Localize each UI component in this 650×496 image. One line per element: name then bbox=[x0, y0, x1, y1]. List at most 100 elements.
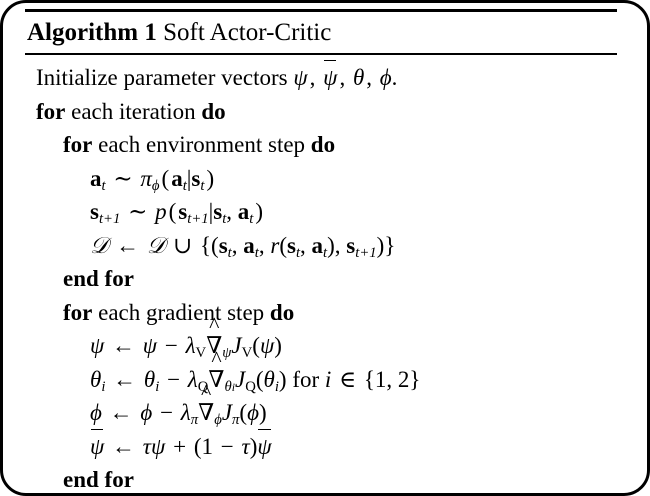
symbol-theta-1: θ bbox=[90, 366, 102, 392]
paren-close-6: ) bbox=[278, 366, 287, 392]
algorithm-line-for-iteration: for each iteration do bbox=[25, 95, 617, 129]
comma-5: , bbox=[231, 232, 238, 258]
brace-close: } bbox=[384, 232, 396, 258]
symbol-state-1: s bbox=[191, 165, 201, 191]
symbol-tau-1: τ bbox=[142, 433, 152, 459]
paren-open-6: ( bbox=[255, 366, 264, 392]
algorithm-line-update-target-psi: ψ ← τψ + (1 − τ)ψ bbox=[25, 428, 617, 464]
subscript-theta-i-1: θi bbox=[224, 378, 235, 395]
algorithm-line-for-environment-step: for each environment step do bbox=[25, 128, 617, 162]
subscript-t-8: t bbox=[295, 244, 301, 261]
algorithm-line-sample-action: at ∼ πϕ(at|st) bbox=[25, 162, 617, 196]
symbol-phi-3: ϕ bbox=[247, 400, 259, 425]
symbol-psi-bar: ψ bbox=[323, 60, 337, 95]
symbol-psi-2: ψ bbox=[90, 333, 105, 358]
subscript-i-3: i bbox=[274, 378, 279, 395]
symbol-psi-3: ψ bbox=[142, 333, 158, 358]
symbol-action-4: a bbox=[243, 232, 255, 258]
symbol-psi-bar-3: ψ bbox=[257, 428, 272, 464]
comma-7: , bbox=[300, 232, 306, 258]
paren-open-1: ( bbox=[161, 165, 170, 191]
algorithm-caption: Algorithm 1 Soft Actor-Critic bbox=[25, 12, 617, 53]
operator-gets-5: ← bbox=[112, 433, 136, 459]
subscript-t-plus-1-b: t+1 bbox=[187, 211, 209, 228]
subscript-v-2: V bbox=[241, 345, 253, 362]
algorithm-line-update-theta: θi ← θi − λQ∇θiJQ(θi) for i ∈ {1, 2} bbox=[25, 363, 617, 397]
algorithm-body: Initialize parameter vectors ψ, ψ, θ, ϕ.… bbox=[25, 55, 617, 493]
operator-minus-3: − bbox=[160, 400, 174, 425]
subscript-t-7: t bbox=[254, 244, 259, 261]
symbol-psi: ψ bbox=[293, 65, 308, 90]
symbol-lambda-pi: λ bbox=[180, 400, 191, 425]
subscript-psi-1: ψ bbox=[222, 345, 232, 362]
keyword-do-3: do bbox=[269, 299, 295, 325]
paren-close-4: ) bbox=[376, 232, 385, 258]
symbol-phi-2: ϕ bbox=[140, 400, 153, 425]
operator-in: ∈ bbox=[339, 366, 357, 392]
symbol-state-2: s bbox=[90, 199, 99, 224]
subscript-q-2: Q bbox=[245, 378, 256, 395]
symbol-theta: θ bbox=[352, 65, 365, 90]
initialize-text: Initialize parameter vectors bbox=[36, 65, 288, 90]
comma-2: , bbox=[339, 65, 346, 90]
subscript-t-2: t bbox=[182, 177, 187, 194]
comma-6: , bbox=[258, 232, 265, 258]
symbol-lambda-q: λ bbox=[187, 366, 198, 392]
set-one-two: {1, 2} bbox=[363, 366, 421, 392]
algorithm-caption-label: Algorithm 1 bbox=[27, 19, 157, 46]
period-1: . bbox=[391, 65, 398, 90]
subscript-t-3: t bbox=[200, 177, 205, 194]
symbol-state-7: s bbox=[346, 232, 356, 258]
paren-open-4: ( bbox=[279, 232, 287, 258]
paren-close-8: ) bbox=[249, 433, 258, 459]
symbol-objective-j-3: J bbox=[221, 400, 233, 425]
operator-gets-1: ← bbox=[116, 232, 140, 258]
symbol-psi-5: ψ bbox=[151, 433, 166, 459]
algorithm-caption-title: Soft Actor-Critic bbox=[163, 19, 332, 46]
symbol-transition-p: p bbox=[155, 199, 167, 224]
keyword-end-for-1: end for bbox=[63, 266, 134, 291]
paren-close-1: ) bbox=[206, 165, 215, 191]
operator-plus: + bbox=[173, 433, 187, 459]
symbol-theta-2: θ bbox=[143, 366, 156, 392]
operator-minus-4: − bbox=[220, 433, 234, 459]
symbol-nabla-hat-2: ∇ bbox=[208, 363, 224, 397]
operator-minus-2: − bbox=[167, 366, 181, 392]
paren-open-7: ( bbox=[239, 400, 248, 425]
subscript-i-1: i bbox=[101, 378, 106, 395]
subscript-i-2: i bbox=[155, 378, 160, 395]
symbol-reward: r bbox=[270, 232, 280, 258]
keyword-end-for-2: end for bbox=[63, 467, 134, 492]
operator-sim-2: ∼ bbox=[128, 199, 148, 224]
algorithm-top-rule bbox=[25, 9, 617, 12]
comma-1: , bbox=[309, 65, 316, 90]
symbol-state-4: s bbox=[213, 199, 223, 224]
algorithm-line-update-phi: ϕ ← ϕ − λπ∇ϕJπ(ϕ) bbox=[25, 396, 617, 430]
algorithm-block: Algorithm 1 Soft Actor-Critic Initialize… bbox=[25, 9, 617, 493]
comma-3: , bbox=[366, 65, 372, 90]
symbol-phi: ϕ bbox=[379, 65, 392, 90]
operator-gets-2: ← bbox=[112, 333, 136, 358]
paren-open-3: ( bbox=[211, 232, 219, 258]
keyword-do-1: do bbox=[201, 98, 226, 124]
subscript-t-9: t bbox=[323, 244, 328, 261]
paren-open-2: ( bbox=[168, 199, 177, 224]
bar-given-1: | bbox=[186, 165, 192, 191]
algorithm-caption-rule bbox=[25, 53, 617, 55]
number-one: 1 bbox=[201, 433, 213, 459]
brace-open: { bbox=[200, 232, 212, 258]
for-environment-text: each environment step bbox=[98, 132, 306, 157]
algorithm-line-initialize: Initialize parameter vectors ψ, ψ, θ, ϕ. bbox=[25, 60, 617, 95]
symbol-theta-3: θ bbox=[263, 366, 275, 392]
comma-8: , bbox=[334, 232, 341, 258]
paren-close-7: ) bbox=[259, 400, 267, 425]
symbol-state-6: s bbox=[286, 232, 296, 258]
symbol-dataset-1: 𝒟 bbox=[90, 232, 109, 259]
symbol-objective-j-2: J bbox=[234, 366, 246, 392]
symbol-index-i: i bbox=[324, 366, 332, 392]
keyword-for-2: for bbox=[63, 132, 93, 157]
symbol-state-3: s bbox=[178, 199, 188, 224]
for-i-text: for bbox=[292, 366, 320, 392]
subscript-t-4: t bbox=[222, 211, 227, 228]
for-gradient-text: each gradient step bbox=[98, 299, 265, 325]
